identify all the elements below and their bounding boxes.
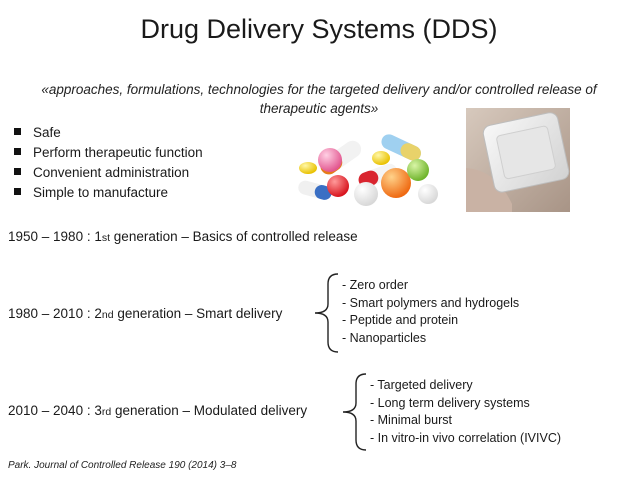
pills-image xyxy=(298,134,438,206)
detail-item: - Peptide and protein xyxy=(342,313,459,327)
detail-item: - Long term delivery systems xyxy=(370,395,530,410)
detail-item: - In vitro-in vivo correlation (IVIVC) xyxy=(370,430,562,445)
generation-2: 1980 – 2010 : 2nd generation – Smart del… xyxy=(8,306,283,321)
square-bullet-icon xyxy=(14,128,21,135)
page-title: Drug Delivery Systems (DDS) xyxy=(140,14,498,44)
left-brace-icon xyxy=(342,373,367,451)
bullet-item: Convenient administration xyxy=(14,163,203,183)
bullet-item: Safe xyxy=(14,123,203,143)
left-brace-icon xyxy=(314,273,339,353)
citation: Park. Journal of Controlled Release 190 … xyxy=(8,460,237,471)
generation-3-details: - Targeted delivery - Long term delivery… xyxy=(370,377,561,447)
detail-item: - Nanoparticles xyxy=(342,330,427,345)
bullet-item: Simple to manufacture xyxy=(14,183,203,203)
detail-item: - Minimal burst xyxy=(370,413,452,427)
square-bullet-icon xyxy=(14,168,21,175)
detail-item: - Targeted delivery xyxy=(370,378,473,392)
generation-1: 1950 – 1980 : 1st generation – Basics of… xyxy=(8,229,358,244)
requirements-list: Safe Perform therapeutic function Conven… xyxy=(14,123,203,203)
transdermal-patch-image xyxy=(466,108,570,212)
detail-item: - Zero order xyxy=(342,278,408,292)
generation-3: 2010 – 2040 : 3rd generation – Modulated… xyxy=(8,403,308,418)
square-bullet-icon xyxy=(14,188,21,195)
generation-2-details: - Zero order - Smart polymers and hydrog… xyxy=(342,277,519,347)
detail-item: - Smart polymers and hydrogels xyxy=(342,295,520,310)
definition-quote: «approaches, formulations, technologies … xyxy=(41,82,597,116)
bullet-item: Perform therapeutic function xyxy=(14,143,203,163)
square-bullet-icon xyxy=(14,148,21,155)
